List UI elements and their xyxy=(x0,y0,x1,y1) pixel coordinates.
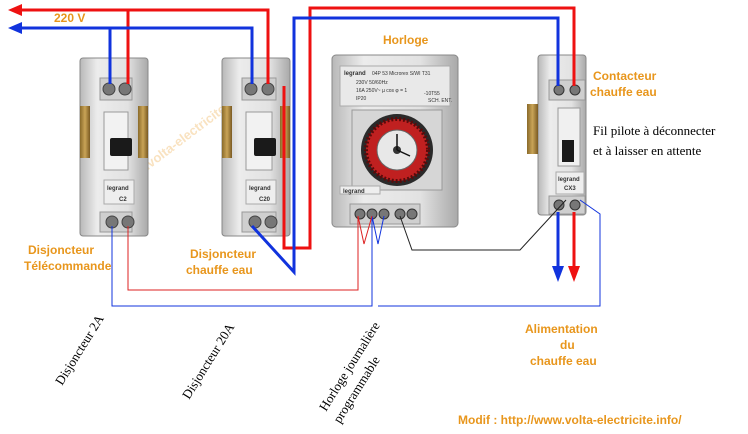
clock-temp: -10T55 xyxy=(424,91,440,97)
contacteur-label-line2: chauffe eau xyxy=(590,85,657,99)
neutral-output-arrow xyxy=(552,266,564,282)
neutral-wire xyxy=(22,16,560,276)
clock-voltage: 230V 50/60Hz xyxy=(356,80,388,86)
clock-ref: 04P 53 Microrex S/WI T31 xyxy=(372,71,431,77)
live-arrow-left xyxy=(8,4,22,16)
breaker-20a-rating: C20 xyxy=(259,197,271,203)
breaker-2a: legrand C2 xyxy=(79,57,149,237)
disjoncteur-2a-label: Disjoncteur 2A xyxy=(52,311,107,387)
disjoncteur-20a-label: Disjoncteur 20A xyxy=(179,320,238,402)
clock-ip: IP20 xyxy=(356,96,367,102)
fil-pilote-label-line1: Fil pilote à déconnecter xyxy=(593,123,716,138)
breaker-2a-brand: legrand xyxy=(107,186,129,192)
alimentation-label-line1: Alimentation xyxy=(525,322,598,336)
live-output-arrow xyxy=(568,266,580,282)
breaker-20a: legrand C20 xyxy=(221,57,291,237)
disj-chauffe-label-line2: chauffe eau xyxy=(186,263,253,277)
clock-side: SCH. ENT. xyxy=(428,98,452,104)
disj-telecommande-label-line1: Disjoncteur xyxy=(28,243,94,257)
horloge-label: Horloge xyxy=(383,33,429,47)
contactor-brand: legrand xyxy=(558,177,580,183)
contactor-model: CX3 xyxy=(564,186,576,192)
contacteur-label-line1: Contacteur xyxy=(593,69,657,83)
clock-timer-device: legrand 04P 53 Microrex S/WI T31 230V 50… xyxy=(331,54,459,228)
live-wire xyxy=(22,6,576,250)
fil-pilote-label-line2: et à laisser en attente xyxy=(593,143,702,158)
control-wires xyxy=(111,199,601,307)
contactor-device: legrand CX3 xyxy=(527,54,587,216)
alimentation-label-line3: chauffe eau xyxy=(530,354,597,368)
modif-credit: Modif : http://www.volta-electricite.inf… xyxy=(458,413,682,427)
disj-chauffe-label-line1: Disjoncteur xyxy=(190,247,256,261)
alimentation-label-line2: du xyxy=(560,338,575,352)
clock-rating: 16A 250V~ µ cos φ = 1 xyxy=(356,88,407,94)
breaker-2a-rating: C2 xyxy=(119,197,127,203)
neutral-arrow-left xyxy=(8,22,22,34)
disj-telecommande-label-line2: Télécommande xyxy=(24,259,112,273)
voltage-label: 220 V xyxy=(54,11,85,25)
clock-brand-bottom: legrand xyxy=(343,189,365,195)
clock-brand: legrand xyxy=(344,71,366,77)
breaker-20a-brand: legrand xyxy=(249,186,271,192)
